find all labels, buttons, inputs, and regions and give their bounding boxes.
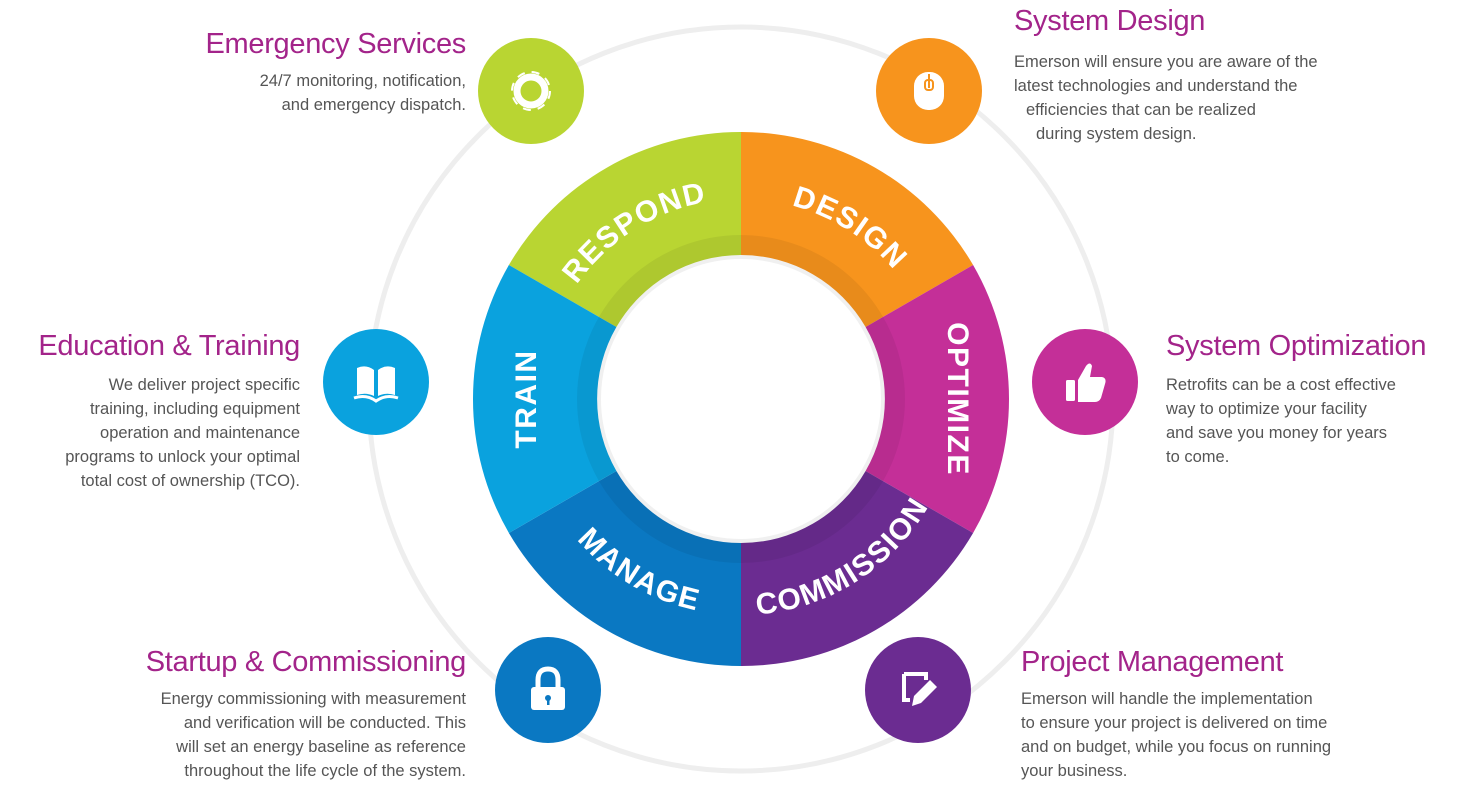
emergency-services-title: Emergency Services <box>205 28 466 60</box>
segment-design[interactable] <box>741 131 974 327</box>
ring-segments <box>472 131 1010 667</box>
thumbs-up-icon <box>1066 363 1106 402</box>
optimization-icon-badge[interactable] <box>1032 329 1138 435</box>
project-management-block: Project Management Emerson will handle t… <box>1021 646 1381 783</box>
padlock-icon <box>531 666 565 710</box>
system-design-desc: Emerson will ensure you are aware of the… <box>1014 53 1318 143</box>
project-management-title: Project Management <box>1021 646 1284 678</box>
startup-commissioning-title: Startup & Commissioning <box>145 646 467 678</box>
emergency-services-desc: 24/7 monitoring, notification, and emerg… <box>259 72 466 114</box>
mouse-icon <box>914 72 944 110</box>
project-management-desc: Emerson will handle the implementation t… <box>1021 690 1332 780</box>
system-optimization-desc: Retrofits can be a cost effective way to… <box>1166 376 1396 466</box>
book-icon <box>353 366 399 403</box>
emergency-icon-badge[interactable] <box>478 38 584 144</box>
education-training-desc: We deliver project specific training, in… <box>65 376 300 490</box>
inner-shade-band <box>577 235 905 563</box>
system-optimization-block: System Optimization Retrofits can be a c… <box>1166 330 1466 469</box>
startup-commissioning-desc: Energy commissioning with measurement an… <box>160 690 466 780</box>
startup-icon-badge[interactable] <box>495 637 601 743</box>
system-optimization-title: System Optimization <box>1166 330 1427 362</box>
segment-train[interactable] <box>472 265 617 533</box>
edit-icon <box>902 672 937 706</box>
system-design-title: System Design <box>1014 5 1206 37</box>
emergency-services-block: Emergency Services 24/7 monitoring, noti… <box>170 28 466 117</box>
startup-commissioning-block: Startup & Commissioning Energy commissio… <box>100 646 467 783</box>
label-train: TRAIN <box>510 349 543 448</box>
education-training-block: Education & Training We deliver project … <box>0 330 300 493</box>
label-optimize: OPTIMIZE <box>941 322 974 476</box>
design-icon-badge[interactable] <box>876 38 982 144</box>
lifebuoy-icon <box>511 71 551 111</box>
education-training-title: Education & Training <box>38 330 300 362</box>
center-hole <box>621 279 861 519</box>
segment-manage[interactable] <box>741 471 974 667</box>
segment-optimize[interactable] <box>865 265 1010 533</box>
segment-respond[interactable] <box>508 131 741 327</box>
education-icon-badge[interactable] <box>323 329 429 435</box>
project-icon-badge[interactable] <box>865 637 971 743</box>
segment-commission[interactable] <box>508 471 741 667</box>
system-design-block: System Design Emerson will ensure you ar… <box>1014 5 1354 146</box>
